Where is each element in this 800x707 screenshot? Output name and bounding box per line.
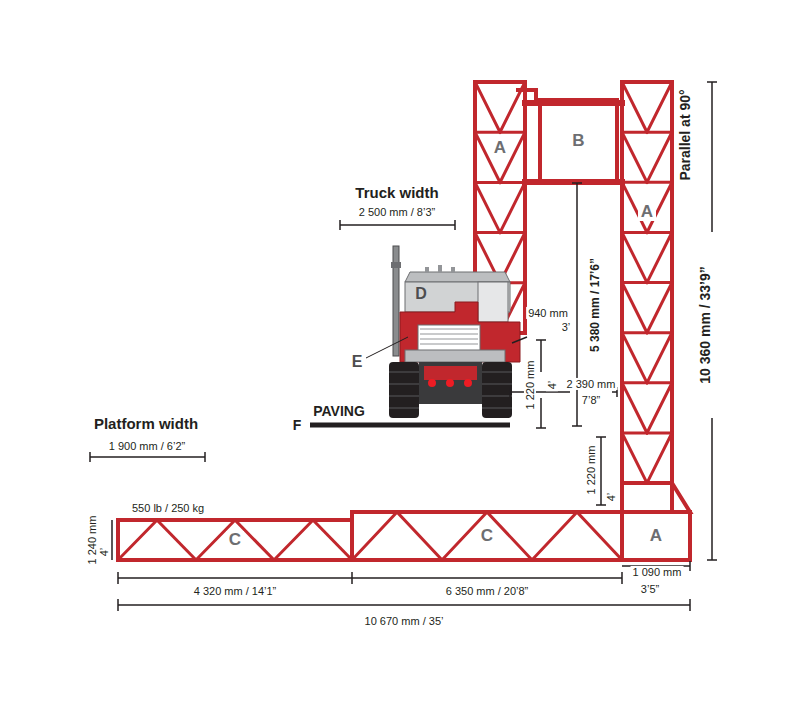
truss-section: A (622, 192, 672, 232)
surface-label: PAVING (311, 404, 367, 419)
truss-section: C (352, 512, 622, 560)
truss-section: A (475, 128, 525, 168)
dimension-label: 1 220 mm (585, 444, 597, 497)
paving-line (310, 423, 510, 428)
part-letter: B (569, 132, 587, 151)
dimension-label: 1 240 mm (86, 514, 98, 567)
dimension-label: 940 mm (526, 307, 570, 319)
dimension-label: 6 350 mm / 20’8” (444, 585, 531, 597)
dimension-label: 3’ (560, 321, 573, 333)
dimension-label: 5 380 mm / 17’6” (589, 256, 602, 354)
dimension-label: 2 500 mm / 8’3” (357, 206, 437, 218)
dimension-label: 2 390 mm (565, 378, 618, 390)
dimension-label: 4’ (98, 546, 110, 559)
part-letter: A (638, 203, 656, 222)
load-label: 550 lb / 250 kg (130, 502, 206, 514)
part-letter: E (350, 353, 365, 371)
part-letter: A (491, 139, 509, 158)
truck-illustration (389, 246, 520, 418)
dimension-label: 4’ (546, 379, 558, 392)
note-label: Parallel at 90° (678, 87, 693, 182)
dimension-lines (90, 82, 717, 611)
dimension-label: 1 220 mm (524, 359, 536, 412)
dimension-label: 10 670 mm / 35’ (363, 615, 446, 627)
truss-section: C (118, 520, 352, 560)
dimension-label: 4’ (605, 491, 617, 504)
heading-label: Platform width (92, 416, 200, 433)
truss-section: A (622, 512, 690, 560)
heading-label: Truck width (353, 185, 440, 202)
dimension-label: 1 900 mm / 6’2” (107, 440, 187, 452)
truss-frame (118, 82, 690, 560)
dimension-label: 10 360 mm / 33’9” (698, 264, 713, 386)
part-letter: C (226, 531, 244, 550)
part-letter: A (647, 527, 665, 546)
part-letter: C (478, 527, 496, 546)
part-letter: D (413, 285, 429, 303)
dimension-label: 7’8” (580, 394, 602, 406)
dimension-label: 3’5” (639, 583, 661, 595)
dimension-label: 4 320 mm / 14’1” (192, 585, 279, 597)
part-letter: F (291, 418, 304, 433)
dimension-label: 1 090 mm (631, 566, 684, 578)
truss-section: B (540, 104, 617, 178)
